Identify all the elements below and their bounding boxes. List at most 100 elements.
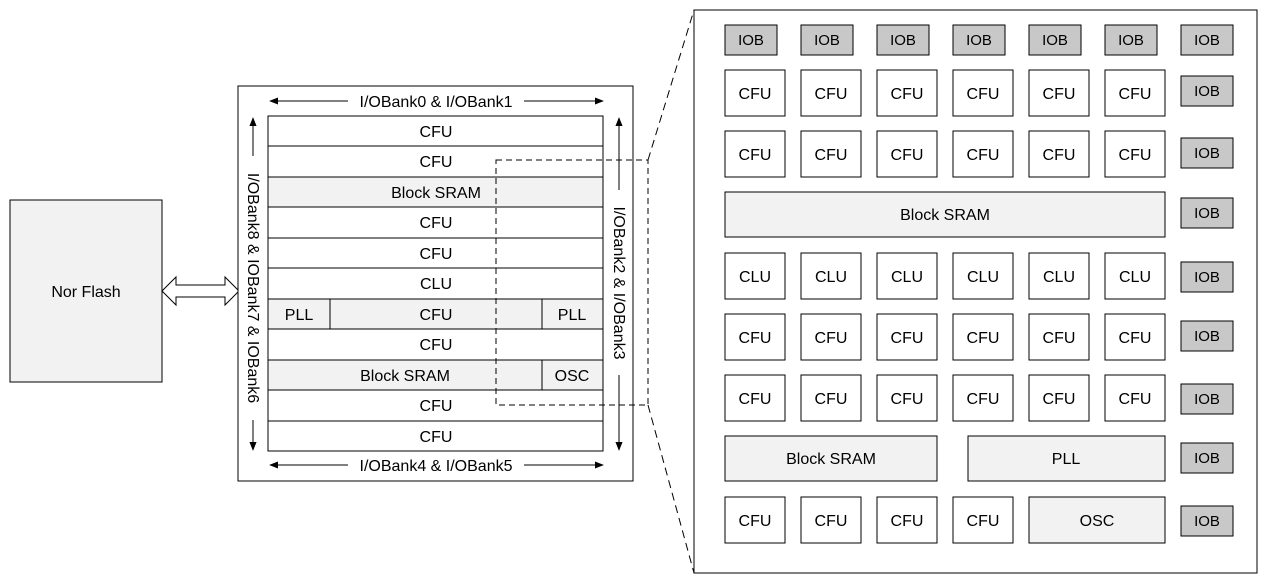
iob-label: IOB [1194,32,1220,49]
iob-block: IOB [1180,197,1234,229]
overview-cell-label: CFU [420,307,453,324]
iob-block: IOB [1180,261,1234,293]
block-label: CFU [1043,86,1076,103]
iob-label: IOB [890,32,916,49]
detail-row: CFU CFU CFU CFU CFU CFU [724,130,1166,178]
cfu-block: CFU [1028,130,1090,178]
right-bank-indicator: I/OBank2 & I/OBank3 [610,117,627,451]
cfu-block: CFU [876,69,938,117]
overview-cell-label: OSC [555,368,590,385]
iob-block: IOB [724,24,778,56]
block-label: CFU [891,147,924,164]
block-label: CLU [967,269,999,286]
block-sram-block: Block SRAM [724,435,938,482]
iob-label: IOB [1194,328,1220,345]
detail-row: CFU CFU CFU CFU OSC [724,496,1166,544]
clu-block: CLU [724,252,786,300]
overview-cell-label: CFU [420,154,453,171]
overview-cell-label: PLL [285,307,314,324]
block-label: CFU [739,330,772,347]
cfu-block: CFU [800,374,862,422]
flash-link-arrow [161,275,240,307]
detail-iob-top-row: IOB IOB IOB IOB IOB IOB IOB [724,24,1234,56]
iob-block: IOB [1180,383,1234,415]
cfu-block: CFU [800,69,862,117]
overview-cell-label: PLL [558,307,587,324]
cfu-block: CFU [876,130,938,178]
overview-row: CFU [267,206,604,239]
block-label: CFU [891,513,924,530]
overview-cell-label: CFU [420,337,453,354]
iob-label: IOB [1194,83,1220,100]
iob-block: IOB [1180,442,1234,474]
iob-label: IOB [1118,32,1144,49]
cfu-block: CFU [1104,69,1166,117]
block-label: CFU [967,147,1000,164]
overview-cell-label: CFU [420,215,453,232]
block-label: OSC [1080,513,1115,530]
iob-block: IOB [1180,75,1234,107]
cfu-block: CFU [1028,313,1090,361]
iob-label: IOB [1194,145,1220,162]
block-label: CLU [1119,269,1151,286]
cfu-block: CFU [952,496,1014,544]
cfu-block: CFU [724,69,786,117]
cfu-block: CFU [800,130,862,178]
iob-label: IOB [1194,513,1220,530]
iob-block: IOB [1180,320,1234,352]
iob-block: IOB [1104,24,1158,56]
clu-block: CLU [1104,252,1166,300]
block-label: CFU [967,513,1000,530]
detail-row: CFU CFU CFU CFU CFU CFU [724,69,1166,117]
detail-row: CLU CLU CLU CLU CLU CLU [724,252,1166,300]
cfu-block: CFU [876,313,938,361]
cfu-block: CFU [724,374,786,422]
clu-block: CLU [952,252,1014,300]
nor-flash-block: Nor Flash [9,199,163,383]
cfu-block: CFU [800,313,862,361]
overview-cell-label: CFU [420,398,453,415]
overview-cell-label: CFU [420,246,453,263]
iob-block: IOB [1180,137,1234,169]
block-label: CFU [1119,86,1152,103]
top-bank-label: I/OBank0 & I/OBank1 [360,94,513,111]
overview-cell-label: CFU [420,124,453,141]
block-label: CFU [967,330,1000,347]
overview-row: CFU [267,145,604,178]
cfu-block: CFU [1028,69,1090,117]
block-label: CFU [967,391,1000,408]
cfu-block: CFU [724,496,786,544]
detail-row: Block SRAM PLL [724,435,1166,482]
iob-label: IOB [1194,269,1220,286]
zoom-projection-bottom [647,404,695,574]
overview-cell-label: Block SRAM [391,185,481,202]
detail-row: CFU CFU CFU CFU CFU CFU [724,313,1166,361]
overview-row: CFU [267,420,604,452]
clu-block: CLU [876,252,938,300]
cfu-block: CFU [724,130,786,178]
block-label: CFU [1119,391,1152,408]
cfu-block: CFU [724,313,786,361]
overview-row: CFU [267,328,604,361]
block-label: CFU [1043,330,1076,347]
cfu-block: CFU [952,69,1014,117]
overview-row: CFU [267,389,604,422]
overview-row: Block SRAM OSC [267,359,604,391]
nor-flash-label: Nor Flash [51,284,120,301]
block-label: CFU [815,330,848,347]
overview-row: CFU [267,115,604,147]
block-label: CFU [891,86,924,103]
overview-row: PLL CFU PLL [267,298,604,330]
block-label: CFU [815,86,848,103]
block-label: Block SRAM [900,207,990,224]
bottom-bank-indicator: I/OBank4 & I/OBank5 [269,458,604,475]
block-label: CFU [815,391,848,408]
block-label: CFU [1043,391,1076,408]
right-bank-label: I/OBank2 & I/OBank3 [610,207,627,360]
cfu-block: CFU [1104,374,1166,422]
block-label: CFU [967,86,1000,103]
cfu-block: CFU [800,496,862,544]
iob-label: IOB [1042,32,1068,49]
top-bank-indicator: I/OBank0 & I/OBank1 [269,94,604,111]
